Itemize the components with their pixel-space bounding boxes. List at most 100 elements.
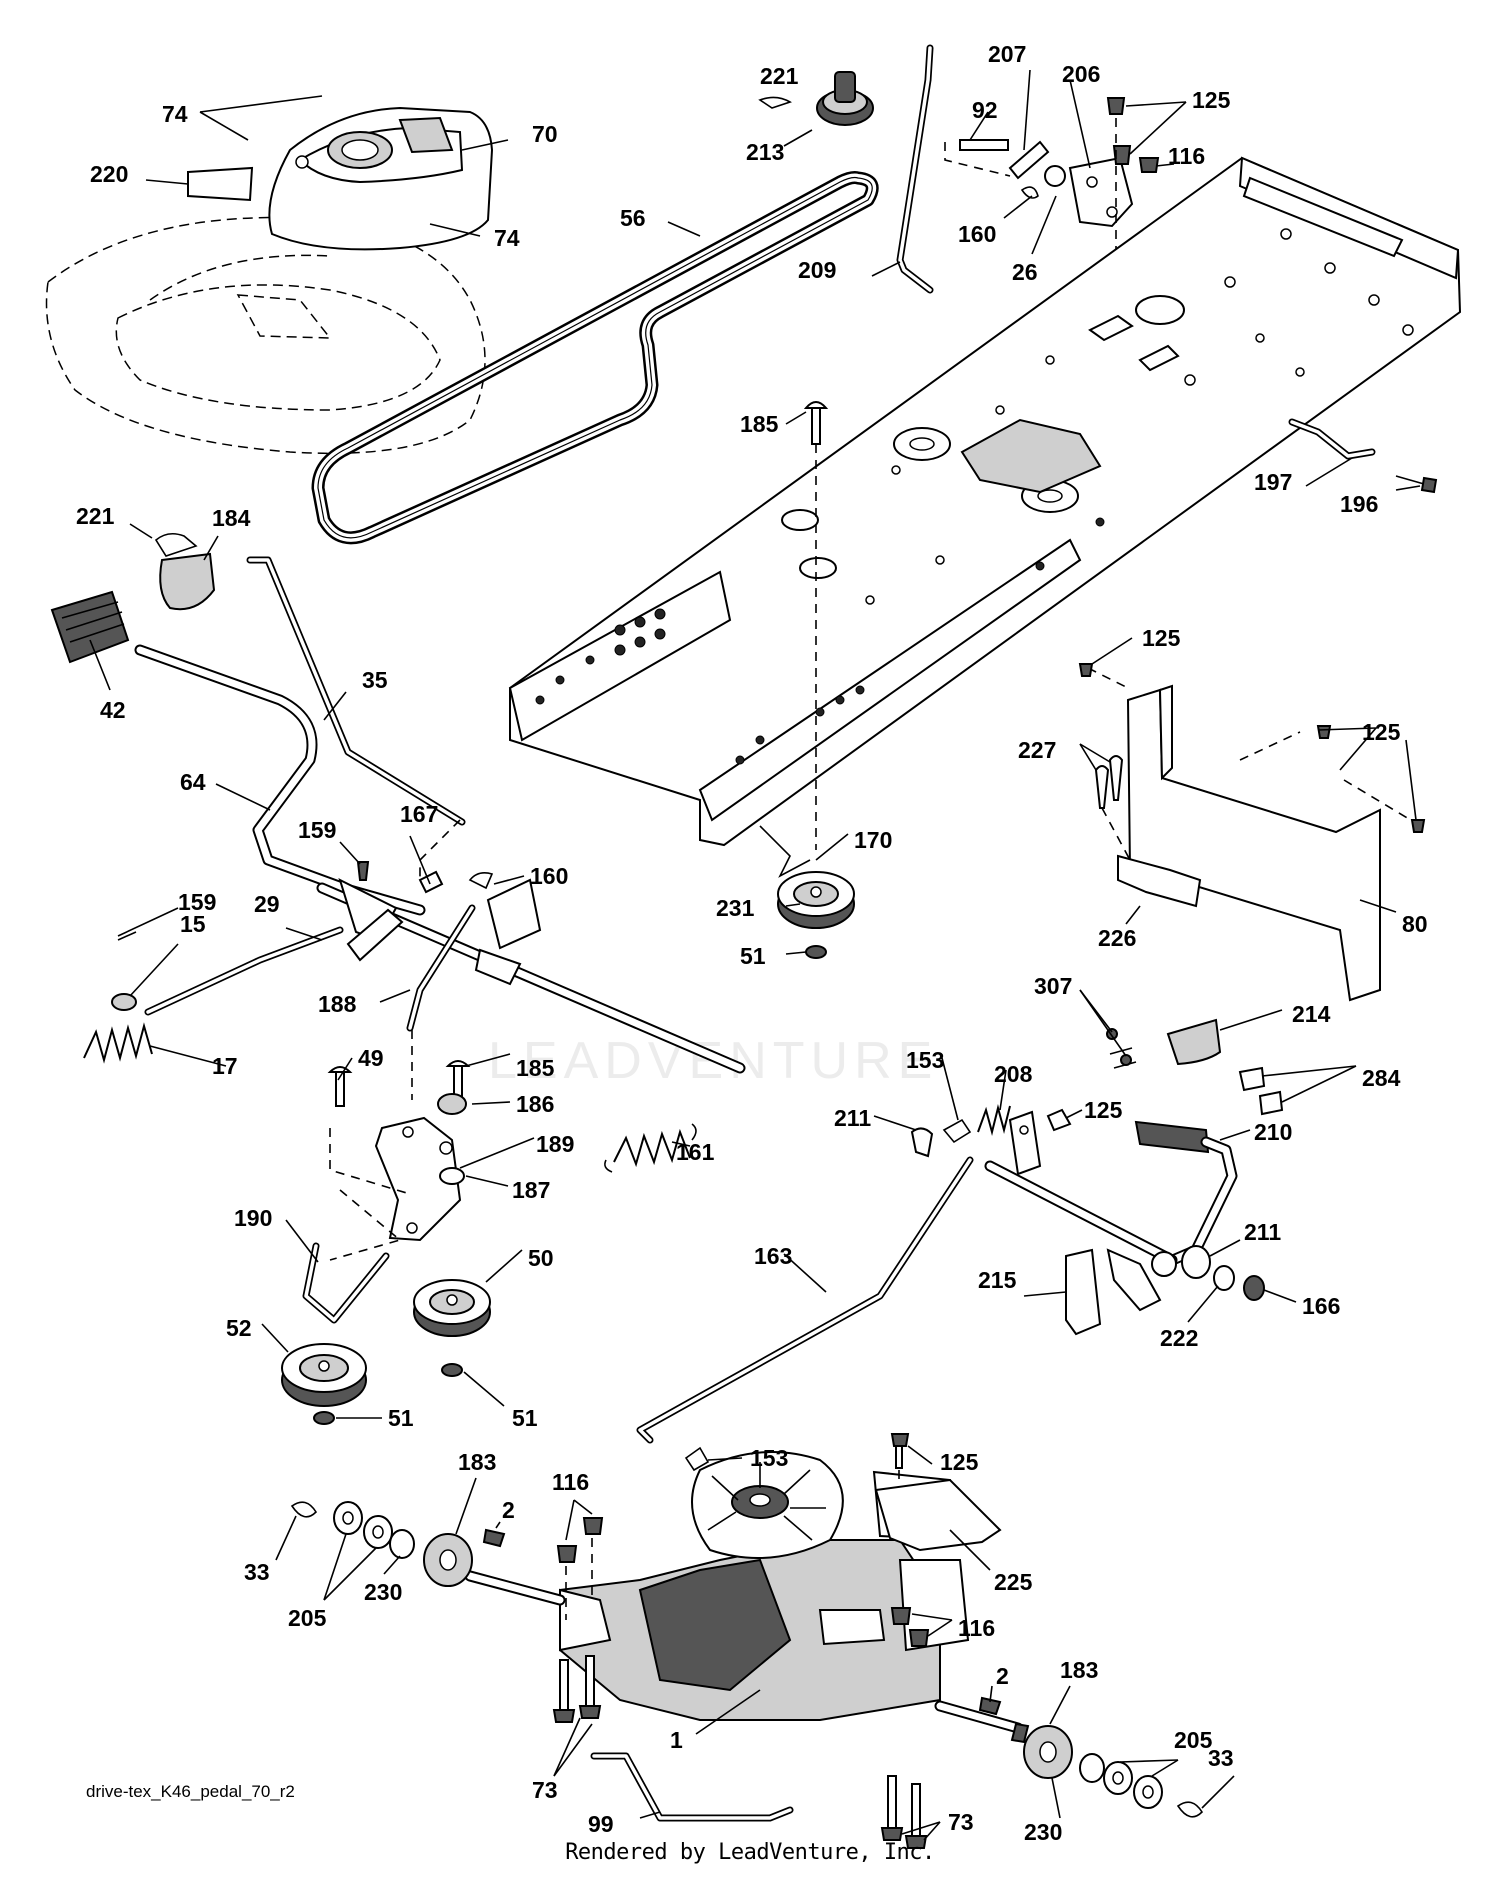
part-label-188: 188 [318,991,357,1017]
part-label-205: 205 [288,1605,327,1631]
part-label-209: 209 [798,257,836,283]
part-label-211: 211 [1244,1219,1281,1245]
part-label-125: 125 [1142,625,1181,651]
rod-163 [636,1156,974,1444]
part-label-185: 185 [740,411,779,437]
part-label-50: 50 [528,1245,554,1271]
part-label-125: 125 [1362,719,1401,745]
part-label-2: 2 [502,1497,515,1523]
part-label-116: 116 [1168,143,1205,169]
part-label-170: 170 [854,827,892,853]
part-label-42: 42 [100,697,126,723]
drive-belt [311,171,879,545]
part-label-307: 307 [1034,973,1072,999]
part-label-49: 49 [358,1045,384,1071]
render-credit: Rendered by LeadVenture, Inc. [565,1840,935,1865]
console-cover [187,106,494,251]
part-label-33: 33 [1208,1745,1234,1771]
part-label-153: 153 [906,1047,944,1073]
guard-80 [1078,663,1426,1002]
part-label-125: 125 [1084,1097,1123,1123]
part-label-64: 64 [180,769,206,795]
part-label-230: 230 [1024,1819,1062,1845]
part-label-15: 15 [180,911,206,937]
main-frame [508,156,1462,847]
part-label-220: 220 [90,161,128,187]
part-label-231: 231 [716,895,755,921]
transaxle-fasteners [552,1433,1002,1849]
part-label-26: 26 [1012,259,1038,285]
part-label-70: 70 [532,121,558,147]
part-label-214: 214 [1292,1001,1331,1027]
part-label-167: 167 [400,801,438,827]
part-label-160: 160 [958,221,996,247]
part-label-17: 17 [212,1053,238,1079]
drawing-code: drive-tex_K46_pedal_70_r2 [86,1782,295,1801]
part-label-206: 206 [1062,61,1100,87]
part-label-125: 125 [940,1449,979,1475]
part-label-33: 33 [244,1559,270,1585]
part-label-197: 197 [1254,469,1292,495]
part-label-221: 221 [76,503,115,529]
part-label-51: 51 [740,943,766,969]
part-label-213: 213 [746,139,784,165]
part-label-205: 205 [1174,1727,1213,1753]
part-label-230: 230 [364,1579,402,1605]
part-label-116: 116 [552,1469,589,1495]
part-label-74: 74 [494,225,520,251]
part-label-184: 184 [212,505,251,531]
part-label-159: 159 [178,889,216,915]
part-label-99: 99 [588,1811,614,1837]
part-label-189: 189 [536,1131,574,1157]
part-label-284: 284 [1362,1065,1401,1091]
seat-outline [45,216,486,455]
axle-hardware-right [978,1696,1204,1818]
part-label-215: 215 [978,1267,1017,1293]
part-label-153: 153 [750,1445,788,1471]
part-label-225: 225 [994,1569,1033,1595]
idler-bracket-assembly [327,1060,697,1377]
knob-part [758,71,874,126]
part-label-211: 211 [834,1105,871,1131]
part-label-51: 51 [388,1405,414,1431]
part-label-160: 160 [530,863,568,889]
part-label-226: 226 [1098,925,1136,951]
part-label-208: 208 [994,1061,1033,1087]
shift-lever-64 [50,590,426,916]
part-label-74: 74 [162,101,188,127]
part-label-166: 166 [1302,1293,1340,1319]
part-label-190: 190 [234,1205,272,1231]
part-label-207: 207 [988,41,1026,67]
part-label-56: 56 [620,205,646,231]
pivot-shaft-assembly [83,819,746,1100]
part-label-1: 1 [670,1727,683,1753]
part-label-186: 186 [516,1091,554,1117]
brake-pedal-assembly [910,1018,1284,1336]
part-label-196: 196 [1340,491,1378,517]
leader-lines [89,69,1421,1841]
part-label-125: 125 [1192,87,1231,113]
part-label-2: 2 [996,1663,1009,1689]
bracket-197 [1288,418,1438,494]
part-label-210: 210 [1254,1119,1292,1145]
part-label-92: 92 [972,97,998,123]
control-rod-35 [154,532,466,826]
part-label-52: 52 [226,1315,252,1341]
lift-rod-assembly [896,44,1160,430]
part-label-227: 227 [1018,737,1056,763]
part-label-35: 35 [362,667,388,693]
part-label-222: 222 [1160,1325,1198,1351]
part-label-163: 163 [754,1243,792,1269]
part-label-80: 80 [1402,911,1428,937]
part-label-161: 161 [676,1139,715,1165]
part-label-51: 51 [512,1405,538,1431]
part-label-187: 187 [512,1177,550,1203]
part-label-183: 183 [1060,1657,1098,1683]
axle-hardware-left [290,1501,506,1587]
part-label-73: 73 [948,1809,974,1835]
part-label-29: 29 [254,891,280,917]
part-label-73: 73 [532,1777,558,1803]
part-label-159: 159 [298,817,336,843]
part-label-116: 116 [958,1615,995,1641]
